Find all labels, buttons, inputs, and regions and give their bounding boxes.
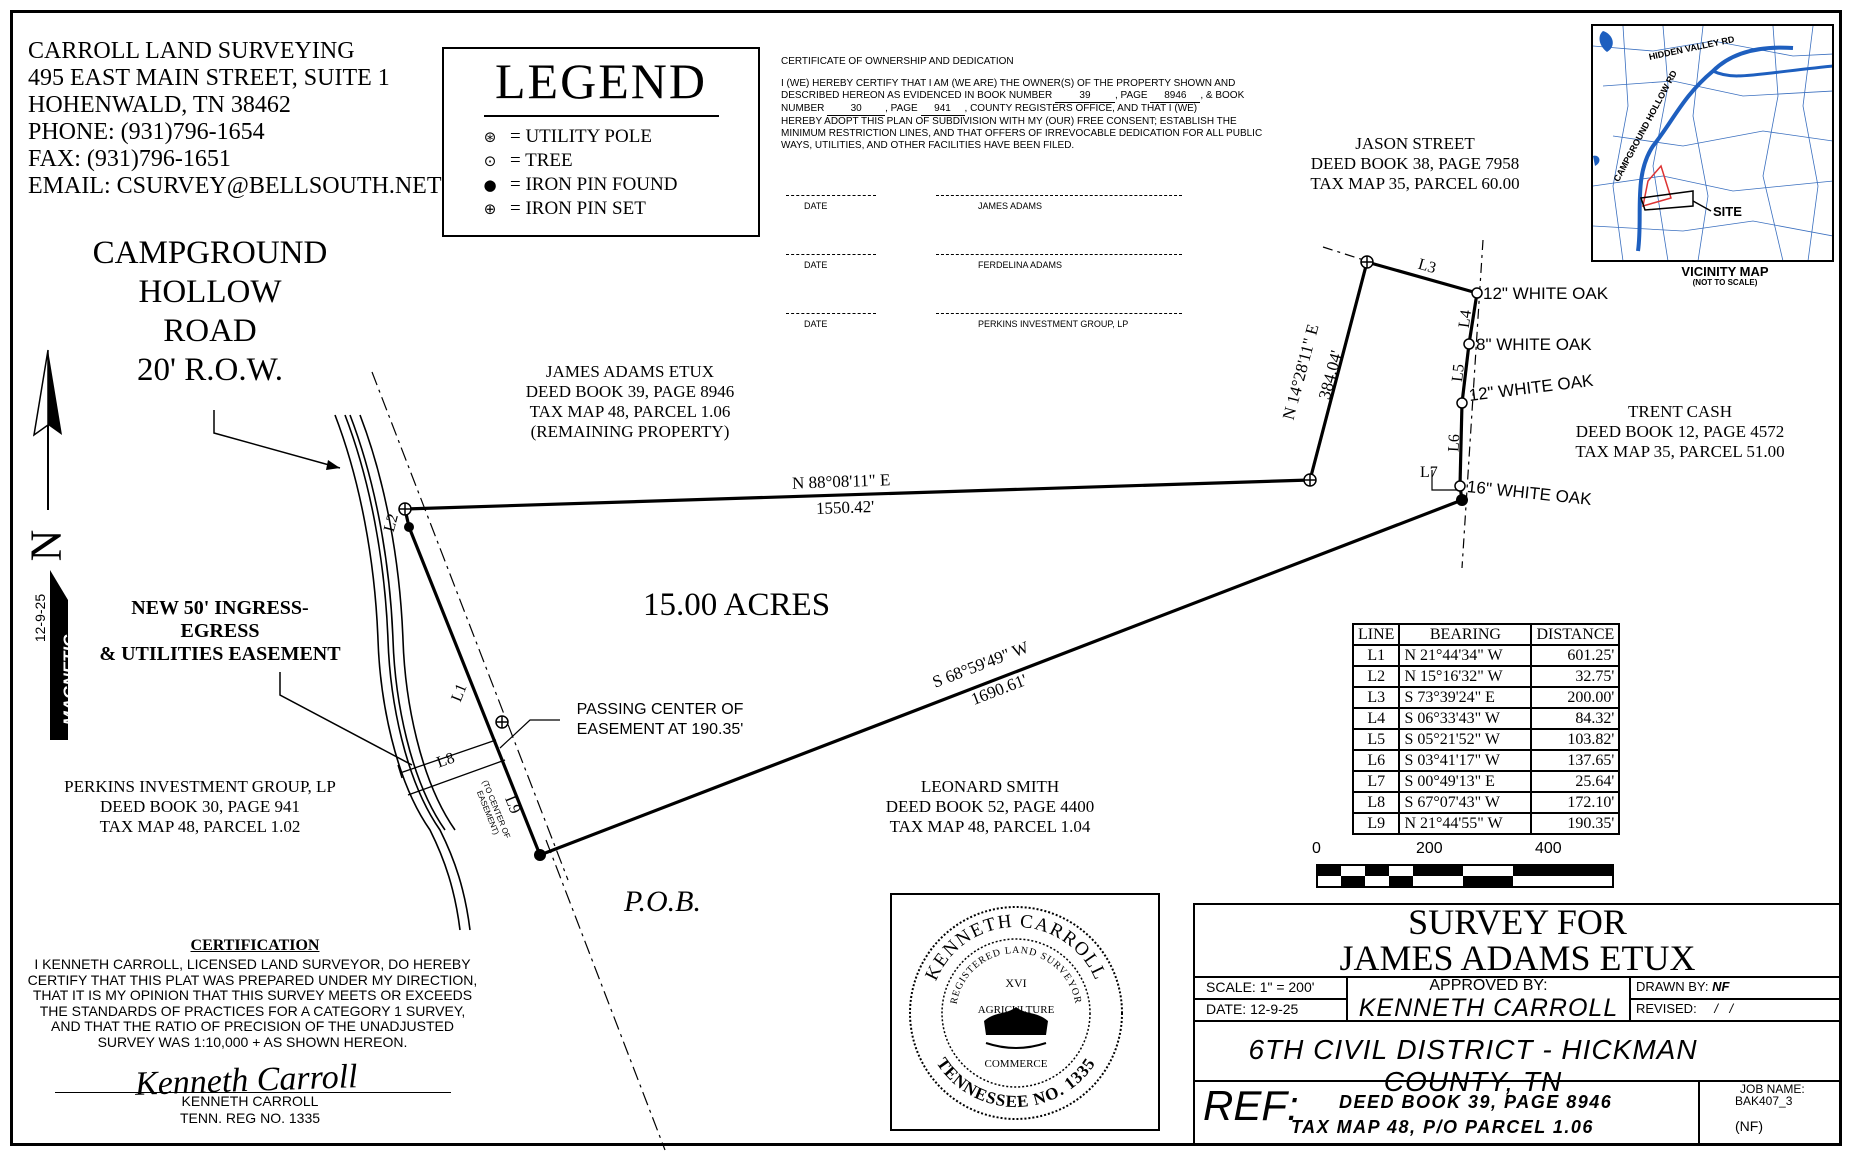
approved-name: KENNETH CARROLL bbox=[1358, 994, 1619, 1022]
legend-title: LEGEND bbox=[495, 53, 707, 109]
legend-box: LEGEND ⊛ = UTILITY POLE ⊙ = TREE ● = IRO… bbox=[442, 47, 760, 237]
tree-label: 12" WHITE OAK bbox=[1483, 284, 1609, 303]
line-label-l6: L6 bbox=[1445, 433, 1464, 453]
job-initials: (NF) bbox=[1735, 1118, 1763, 1134]
company-address-1: 495 EAST MAIN STREET, SUITE 1 bbox=[28, 65, 390, 91]
surveyor-seal: KENNETH CARROLL TENNESSEE NO. 1335 REGIS… bbox=[909, 906, 1123, 1120]
scale-value: SCALE: 1" = 200' bbox=[1206, 979, 1315, 995]
surveyor-name: KENNETH CARROLL bbox=[181, 1093, 319, 1109]
utility-pole-icon: ⊛ bbox=[483, 128, 497, 146]
scale-tick: 0 bbox=[1312, 840, 1321, 857]
company-email: EMAIL: CSURVEY@BELLSOUTH.NET bbox=[28, 173, 442, 199]
certification-title: CERTIFICATION bbox=[190, 937, 320, 954]
table-header: DISTANCE bbox=[1530, 623, 1621, 646]
road-label: CAMPGROUND HOLLOW ROAD 20' R.O.W. bbox=[92, 235, 328, 388]
north-line-distance: 1550.42' bbox=[815, 496, 875, 519]
revised: REVISED: / / bbox=[1636, 1001, 1738, 1016]
vicinity-site-label: SITE bbox=[1713, 204, 1742, 219]
tree-icon: ⊙ bbox=[483, 152, 497, 170]
dedication-title: CERTIFICATE OF OWNERSHIP AND DEDICATION bbox=[781, 56, 1014, 67]
legend-item: ⊕ = IRON PIN SET bbox=[470, 197, 677, 221]
legend-item: ⊙ = TREE bbox=[470, 149, 677, 173]
dedication-line: DESCRIBED HEREON AS EVIDENCED IN BOOK NU… bbox=[781, 90, 1245, 103]
legend-item: ⊛ = UTILITY POLE bbox=[470, 125, 677, 149]
approved-label: APPROVED BY: bbox=[1429, 977, 1548, 994]
tree-label: 8" WHITE OAK bbox=[1476, 335, 1592, 354]
svg-text:COMMERCE: COMMERCE bbox=[985, 1058, 1048, 1070]
company-fax: FAX: (931)796-1651 bbox=[28, 146, 231, 172]
north-line-bearing: N 88°08'11" E bbox=[791, 470, 891, 493]
dedication-block: CERTIFICATE OF OWNERSHIP AND DEDICATION … bbox=[781, 56, 1321, 152]
line-label-l4: L4 bbox=[1455, 308, 1476, 329]
dedication-line: WAYS, UTILITIES, AND OTHER FACILITIES HA… bbox=[781, 140, 1075, 151]
job-label: JOB NAME: bbox=[1740, 1082, 1805, 1096]
job-name: BAK407_3 bbox=[1735, 1094, 1793, 1108]
easement-label: NEW 50' INGRESS-EGRESS& UTILITIES EASEME… bbox=[99, 597, 341, 665]
table-header: LINE bbox=[1351, 623, 1401, 646]
drawn-by: DRAWN BY: NF bbox=[1636, 979, 1730, 994]
ref-line-2: TAX MAP 48, P/O PARCEL 1.06 bbox=[1291, 1117, 1594, 1137]
ref-line-1: DEED BOOK 39, PAGE 8946 bbox=[1339, 1092, 1613, 1112]
scale-tick: 200 bbox=[1416, 840, 1443, 857]
vicinity-map: HIDDEN VALLEY RD CAMPGROUND HOLLOW RD SI… bbox=[1591, 24, 1834, 262]
legend-underline bbox=[484, 115, 719, 117]
line-label-l5: L5 bbox=[1449, 363, 1468, 383]
dedication-line: I (WE) HEREBY CERTIFY THAT I AM (WE ARE)… bbox=[781, 78, 1236, 89]
iron-pin-found-icon: ● bbox=[483, 176, 497, 194]
scale-bar bbox=[1316, 864, 1614, 888]
company-block: CARROLL LAND SURVEYING 495 EAST MAIN STR… bbox=[28, 38, 442, 200]
survey-for-label: SURVEY FOR bbox=[1408, 902, 1627, 942]
surveyor-reg: TENN. REG NO. 1335 bbox=[179, 1110, 321, 1126]
certification-text: I KENNETH CARROLL, LICENSED LAND SURVEYO… bbox=[27, 956, 478, 1050]
signature-line bbox=[55, 1092, 451, 1093]
company-name: CARROLL LAND SURVEYING bbox=[28, 38, 355, 64]
north-arrow bbox=[32, 349, 68, 740]
company-address-2: HOHENWALD, TN 38462 bbox=[28, 92, 291, 118]
dedication-line: NUMBER 30, PAGE 941, COUNTY REGISTERS OF… bbox=[781, 103, 1198, 116]
legend-item: ● = IRON PIN FOUND bbox=[470, 173, 677, 197]
ref-label: REF: bbox=[1203, 1082, 1299, 1129]
line-label-l7: L7 bbox=[1420, 464, 1438, 481]
surveyor-seal-box bbox=[890, 893, 1160, 1131]
table-header: BEARING bbox=[1398, 623, 1533, 646]
vicinity-subtitle: (NOT TO SCALE) bbox=[1692, 278, 1758, 287]
date-value: DATE: 12-9-25 bbox=[1206, 1001, 1299, 1017]
scale-tick: 400 bbox=[1535, 840, 1562, 857]
client-name: JAMES ADAMS ETUX bbox=[1339, 938, 1696, 978]
svg-text:XVI: XVI bbox=[1005, 976, 1026, 990]
dedication-line: MINIMUM RESTRICTION LINES, AND THAT OFFE… bbox=[781, 128, 1263, 139]
company-phone: PHONE: (931)796-1654 bbox=[28, 119, 265, 145]
dedication-line: HEREBY ADOPT THIS PLAN OF SUBDIVISION WI… bbox=[781, 116, 1237, 127]
vicinity-title: VICINITY MAP bbox=[1681, 264, 1769, 279]
district-label: 6TH CIVIL DISTRICT - HICKMAN COUNTY, TN bbox=[1248, 1034, 1698, 1097]
acreage: 15.00 ACRES bbox=[643, 587, 831, 623]
vicinity-map-drawing bbox=[1593, 26, 1832, 260]
signature-row: DATE PERKINS INVESTMENT GROUP, LP bbox=[786, 313, 1186, 335]
iron-pin-set-icon: ⊕ bbox=[483, 200, 497, 218]
signature-row: DATE FERDELINA ADAMS bbox=[786, 254, 1186, 276]
job-cell bbox=[1698, 1080, 1842, 1146]
signature-row: DATE JAMES ADAMS bbox=[786, 195, 1186, 217]
pob-label: P.O.B. bbox=[624, 885, 701, 918]
sheet-border bbox=[10, 10, 1842, 1146]
